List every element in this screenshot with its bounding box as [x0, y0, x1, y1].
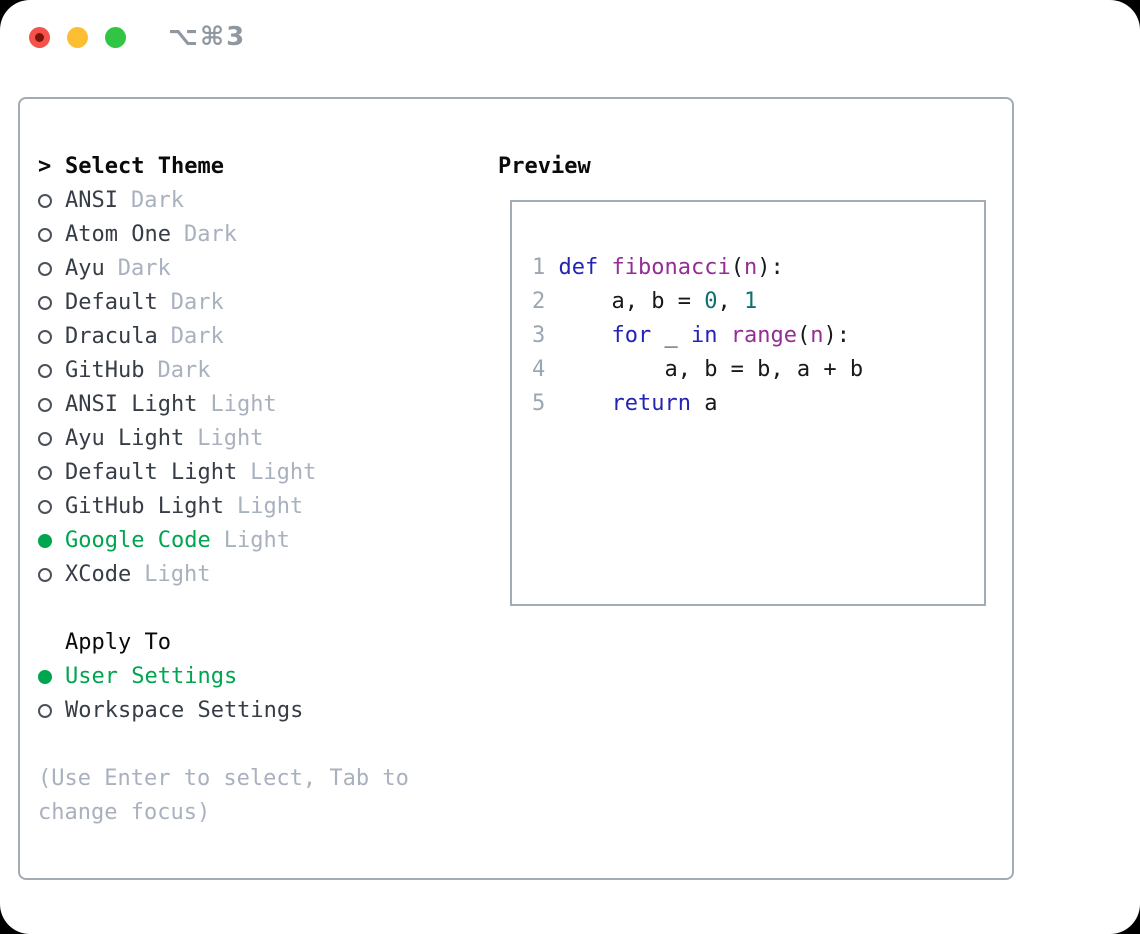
- theme-option-label: Default Light: [65, 460, 238, 485]
- close-button[interactable]: [29, 26, 50, 48]
- theme-option-dracula[interactable]: Dracula Dark: [38, 320, 450, 354]
- theme-variant-tag: Light: [197, 426, 264, 451]
- line-number: 2: [532, 289, 546, 314]
- theme-variant-tag: Dark: [130, 188, 184, 213]
- radio-icon: [38, 364, 52, 378]
- window-title: ⌥⌘3: [168, 22, 247, 52]
- theme-option-label: Ayu: [65, 256, 105, 281]
- theme-option-label: GitHub: [65, 358, 145, 383]
- radio-selected-icon: [38, 670, 52, 684]
- radio-icon: [38, 330, 52, 344]
- code-line: 5 return a: [532, 391, 718, 416]
- line-number: 4: [532, 357, 546, 382]
- radio-icon: [38, 262, 52, 276]
- code-line: 3 for _ in range(n):: [532, 323, 850, 348]
- theme-variant-tag: Light: [236, 494, 304, 519]
- preview-box: 1 def fibonacci(n): 2 a, b = 0, 1 3 for _ …: [510, 200, 986, 606]
- theme-option-label: Default: [65, 290, 158, 315]
- apply-option-user-settings[interactable]: User Settings: [38, 660, 450, 694]
- theme-variant-tag: Dark: [117, 256, 171, 281]
- radio-icon: [38, 466, 52, 480]
- selection-cursor-icon: >: [38, 154, 52, 179]
- theme-variant-tag: Dark: [183, 222, 237, 247]
- radio-icon: [38, 398, 52, 412]
- theme-option-github[interactable]: GitHub Dark: [38, 354, 450, 388]
- preview-title: Preview: [498, 154, 591, 179]
- line-number: 1: [532, 255, 546, 280]
- theme-option-ansi[interactable]: ANSI Dark: [38, 184, 450, 218]
- theme-option-github-light[interactable]: GitHub Light Light: [38, 490, 450, 524]
- theme-option-default[interactable]: Default Dark: [38, 286, 450, 320]
- minimize-button[interactable]: [67, 26, 88, 48]
- theme-option-ayu-light[interactable]: Ayu Light Light: [38, 422, 450, 456]
- line-number: 5: [532, 391, 546, 416]
- apply-option-label: User Settings: [65, 664, 238, 689]
- radio-icon: [38, 432, 52, 446]
- theme-variant-tag: Light: [250, 460, 317, 485]
- theme-option-label: XCode: [65, 562, 132, 587]
- radio-icon: [38, 194, 52, 208]
- theme-option-label: Dracula: [65, 324, 158, 349]
- close-dot-icon: [35, 32, 44, 42]
- code-preview: 1 def fibonacci(n): 2 a, b = 0, 1 3 for _ …: [512, 202, 984, 455]
- theme-option-label: GitHub Light: [65, 494, 224, 519]
- radio-icon: [38, 296, 52, 310]
- theme-variant-tag: Light: [223, 528, 290, 553]
- apply-option-label: Workspace Settings: [65, 698, 304, 723]
- radio-icon: [38, 500, 52, 514]
- radio-icon: [38, 228, 52, 242]
- radio-icon: [38, 704, 52, 718]
- code-line: 2 a, b = 0, 1: [532, 289, 758, 314]
- theme-option-ayu[interactable]: Ayu Dark: [38, 252, 450, 286]
- theme-option-label: ANSI Light: [65, 392, 198, 417]
- theme-variant-tag: Dark: [170, 290, 224, 315]
- theme-option-default-light[interactable]: Default Light Light: [38, 456, 450, 490]
- theme-option-google-code[interactable]: Google Code Light: [38, 524, 450, 558]
- theme-option-atom-one[interactable]: Atom One Dark: [38, 218, 450, 252]
- theme-variant-tag: Dark: [170, 324, 224, 349]
- apply-option-workspace-settings[interactable]: Workspace Settings: [38, 694, 450, 728]
- keyboard-hint: (Use Enter to select, Tab to change focu…: [38, 766, 409, 825]
- theme-option-xcode[interactable]: XCode Light: [38, 558, 450, 592]
- code-line: 4 a, b = b, a + b: [532, 357, 864, 382]
- titlebar: ⌥⌘3: [0, 0, 1140, 74]
- apply-to-header: Apply To: [38, 626, 450, 660]
- theme-option-label: Ayu Light: [65, 426, 185, 451]
- theme-variant-tag: Light: [210, 392, 277, 417]
- theme-option-label: Atom One: [65, 222, 171, 247]
- zoom-button[interactable]: [105, 26, 126, 48]
- theme-variant-tag: Light: [144, 562, 211, 587]
- select-theme-title: Select Theme: [65, 154, 224, 179]
- theme-option-label: Google Code: [65, 528, 211, 553]
- select-theme-header: > Select Theme: [38, 150, 450, 184]
- code-line: 1 def fibonacci(n):: [532, 255, 784, 280]
- line-number: 3: [532, 323, 546, 348]
- blank-line: [532, 421, 966, 455]
- theme-option-ansi-light[interactable]: ANSI Light Light: [38, 388, 450, 422]
- radio-selected-icon: [38, 534, 52, 548]
- apply-to-title: Apply To: [65, 630, 171, 655]
- theme-option-label: ANSI: [65, 188, 118, 213]
- theme-variant-tag: Dark: [157, 358, 211, 383]
- radio-icon: [38, 568, 52, 582]
